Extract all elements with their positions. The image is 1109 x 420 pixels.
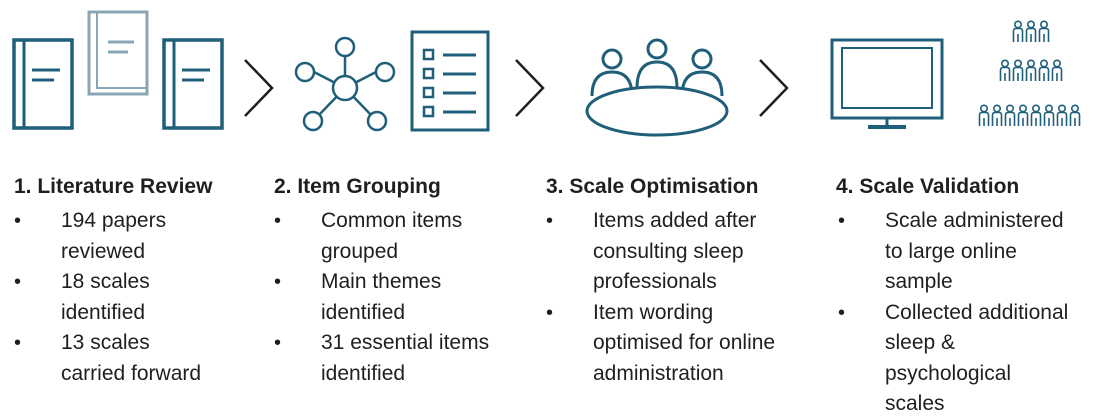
chevron-right-icon bbox=[759, 59, 789, 117]
crowd-icon bbox=[978, 20, 1081, 127]
bullet-item: Main themes identified bbox=[274, 267, 534, 328]
bullet-item: 31 essential items identified bbox=[274, 328, 534, 389]
chevron-right-icon bbox=[244, 59, 274, 117]
bullet-item: Collected additional sleep & psychologic… bbox=[836, 298, 1108, 420]
book-icon bbox=[162, 38, 224, 130]
step-title: 4. Scale Validation bbox=[836, 175, 1020, 198]
step-bullet-list: Scale administered to large online sampl… bbox=[836, 206, 1108, 420]
bullet-item: 194 papers reviewed bbox=[14, 206, 254, 267]
step-scale-validation: 4. Scale Validation Scale administered t… bbox=[836, 174, 1108, 420]
computer-monitor-icon bbox=[830, 38, 944, 129]
network-hub-icon bbox=[294, 36, 396, 132]
book-icon bbox=[12, 38, 74, 130]
bullet-item: Common items grouped bbox=[274, 206, 534, 267]
meeting-table-icon bbox=[585, 38, 729, 137]
chevron-right-icon bbox=[515, 59, 545, 117]
step-scale-optimisation: 3. Scale Optimisation Items added after … bbox=[546, 174, 816, 389]
step-title: 3. Scale Optimisation bbox=[546, 175, 759, 198]
step-bullet-list: Items added after consulting sleep profe… bbox=[546, 206, 816, 389]
bullet-item: 13 scales carried forward bbox=[14, 328, 254, 389]
step-bullet-list: 194 papers reviewed 18 scales identified… bbox=[14, 206, 254, 389]
step-item-grouping: 2. Item Grouping Common items grouped Ma… bbox=[274, 174, 534, 389]
bullet-item: Items added after consulting sleep profe… bbox=[546, 206, 816, 298]
process-icons bbox=[12, 10, 1081, 137]
checklist-icon bbox=[410, 30, 490, 132]
bullet-item: 18 scales identified bbox=[14, 267, 254, 328]
step-title: 2. Item Grouping bbox=[274, 175, 441, 198]
step-bullet-list: Common items grouped Main themes identif… bbox=[274, 206, 534, 389]
bullet-item: Scale administered to large online sampl… bbox=[836, 206, 1108, 298]
document-icon bbox=[87, 10, 149, 96]
step-title: 1. Literature Review bbox=[14, 175, 213, 198]
step-literature-review: 1. Literature Review 194 papers reviewed… bbox=[14, 174, 254, 389]
bullet-item: Item wording optimised for online admini… bbox=[546, 298, 816, 390]
